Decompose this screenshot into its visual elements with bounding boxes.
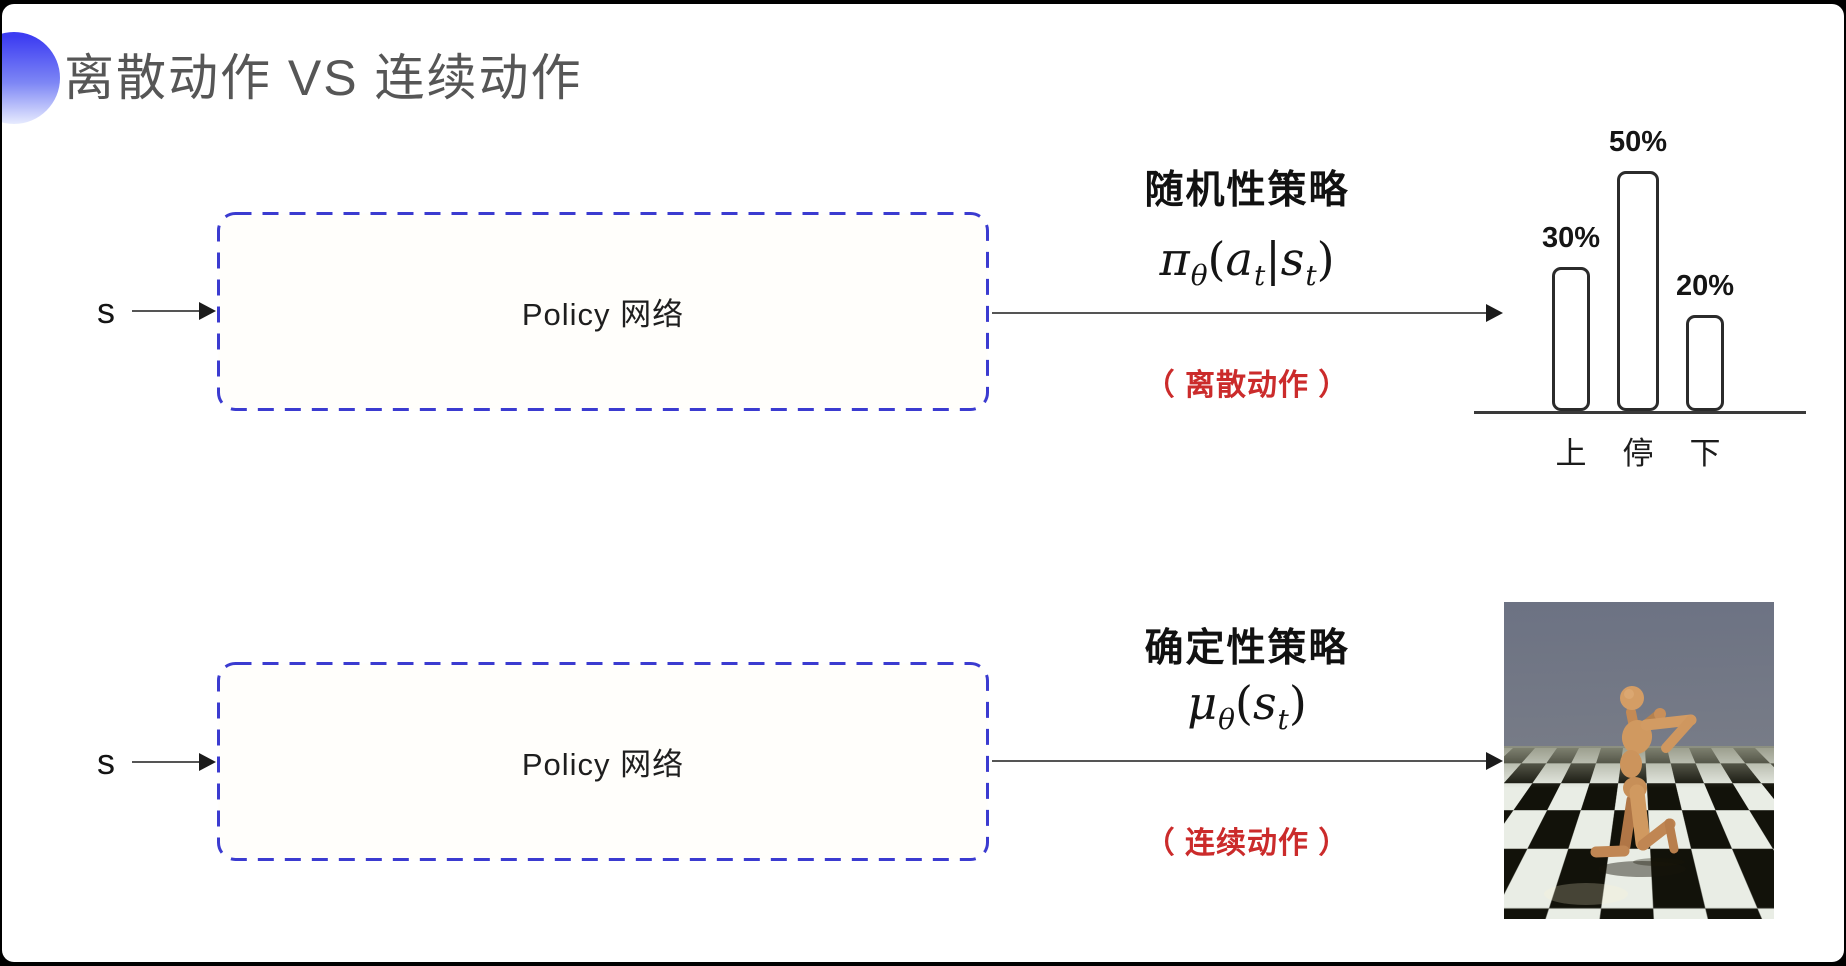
continuous-action-note: （ 连续动作 ） <box>1144 827 1350 860</box>
slide: 离散动作 VS 连续动作 s Policy 网络 随机性策略 πθ(at|st)… <box>2 4 1844 962</box>
bar-group-down: 20% <box>1674 102 1736 411</box>
formula-subscript: t <box>1305 259 1317 292</box>
bar-category-stop: 停 <box>1622 436 1654 471</box>
arrowhead-icon <box>199 302 216 320</box>
humanoid-figure <box>1544 686 1697 905</box>
page-title: 离散动作 VS 连续动作 <box>64 50 583 106</box>
dashed-border <box>217 212 989 411</box>
formula-subscript: t <box>1253 259 1266 292</box>
bar-value-label: 30% <box>1541 222 1601 254</box>
formula-arg: a <box>1225 232 1253 286</box>
arrow-state-to-policy-bottom <box>132 753 216 771</box>
policy-box-label-top: Policy 网络 <box>521 297 685 332</box>
policy-network-box-top: Policy 网络 <box>216 211 990 412</box>
formula-paren: ( <box>1234 676 1253 730</box>
dashed-border <box>217 662 989 861</box>
arrow-policy-to-output-top <box>992 304 1503 322</box>
bar-stop <box>1617 171 1659 411</box>
bar-group-stop: 50% <box>1606 102 1670 411</box>
stochastic-policy-formula: πθ(at|st) <box>1087 232 1407 292</box>
bar-category-down: 下 <box>1689 436 1721 471</box>
formula-symbol: π <box>1159 232 1190 286</box>
bar-value-label: 50% <box>1608 126 1668 158</box>
formula-subscript: t <box>1277 703 1289 736</box>
bar-category-up: 上 <box>1555 436 1587 471</box>
humanoid-robot-image <box>1504 602 1774 919</box>
formula-paren: ) <box>1316 232 1335 286</box>
formula-paren: ( <box>1207 232 1226 286</box>
formula-subscript: θ <box>1190 259 1208 292</box>
arrow-policy-to-output-bottom <box>992 752 1503 770</box>
formula-arg: s <box>1252 676 1277 730</box>
stochastic-policy-title: 随机性策略 <box>1144 169 1350 212</box>
formula-paren: ) <box>1288 676 1307 730</box>
formula-symbol: μ <box>1187 676 1218 730</box>
state-input-label-top: s <box>97 290 115 331</box>
arrow-state-to-policy-top <box>132 302 216 320</box>
arrowhead-icon <box>199 753 216 771</box>
formula-subscript: θ <box>1218 703 1235 736</box>
deterministic-policy-title: 确定性策略 <box>1144 627 1350 670</box>
bar-down <box>1686 315 1724 411</box>
bar-value-label: 20% <box>1675 270 1735 302</box>
arrowhead-icon <box>1486 304 1503 322</box>
formula-pipe: | <box>1265 232 1281 286</box>
formula-arg: s <box>1280 232 1305 286</box>
policy-network-box-bottom: Policy 网络 <box>216 661 990 862</box>
bar-chart-axis <box>1474 411 1806 414</box>
policy-box-label-bottom: Policy 网络 <box>521 747 685 782</box>
arrowhead-icon <box>1486 752 1503 770</box>
discrete-action-note: （ 离散动作 ） <box>1144 369 1350 402</box>
bar-group-up: 30% <box>1540 102 1602 411</box>
title-bullet-circle <box>2 32 60 124</box>
bar-up <box>1552 267 1590 411</box>
state-input-label-bottom: s <box>97 741 115 782</box>
deterministic-policy-formula: μθ(st) <box>1087 676 1407 736</box>
